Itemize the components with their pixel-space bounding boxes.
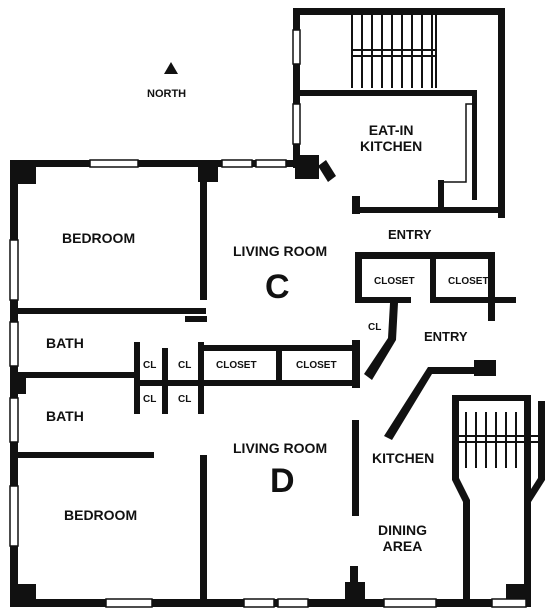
kitchen-d-west-wall — [352, 420, 359, 516]
window — [9, 397, 19, 443]
entry-closet-north-wall — [355, 252, 495, 259]
upper-wing-west-wall — [293, 8, 300, 168]
closet-c-west-wall — [355, 252, 362, 302]
dining-area-label: DINING AREA — [378, 522, 427, 555]
cl-wall — [198, 342, 204, 414]
window — [221, 159, 253, 168]
bedroom-c-east-wall — [200, 170, 207, 300]
bedroom-d-label: BEDROOM — [64, 507, 138, 523]
window — [277, 598, 309, 608]
compass-label: NORTH — [147, 88, 187, 100]
window — [383, 598, 437, 608]
window — [243, 598, 275, 608]
closet-row-divider — [276, 348, 282, 382]
kitchen-door-jamb — [352, 196, 360, 214]
stair-south-wall — [300, 90, 472, 96]
corner-post — [295, 155, 319, 179]
stair-east-flare — [524, 401, 545, 599]
bedroom-c-label: BEDROOM — [62, 230, 136, 246]
unit-c-label: C — [265, 268, 290, 306]
hall-stub — [185, 316, 207, 322]
window — [255, 159, 287, 168]
kitchen-counter-end — [438, 180, 444, 210]
cl-4-label: CL — [178, 394, 192, 405]
closet-right-label: CLOSET — [296, 360, 337, 371]
kitchen-south-wall — [355, 207, 505, 213]
cl-2-label: CL — [178, 360, 192, 371]
upper-wing-north-wall — [293, 8, 505, 15]
closet-left-label: CLOSET — [216, 360, 257, 371]
corner-post — [10, 160, 36, 184]
bedroom-d-north-wall — [18, 452, 154, 458]
closet-c2-east-wall — [488, 255, 495, 303]
closet-c-south-wall — [355, 297, 411, 303]
dining-column — [350, 566, 358, 606]
bath-c-label: BATH — [46, 335, 84, 351]
kitchen-cabinet-wall — [472, 90, 477, 200]
bedroom-c-south-wall — [18, 308, 206, 314]
closet-c2-label: CLOSET — [448, 276, 489, 287]
kitchen-counter — [444, 103, 477, 183]
diagonal-wall — [318, 160, 336, 182]
corner-post — [474, 360, 496, 376]
closet-row-south-wall — [204, 380, 356, 386]
entry-top-label: ENTRY — [388, 227, 432, 242]
closet-divider — [430, 255, 436, 303]
entry-right-label: ENTRY — [424, 329, 468, 344]
window — [292, 103, 301, 145]
closet-c1-label: CLOSET — [374, 276, 415, 287]
window — [9, 485, 19, 547]
living-room-d-label: LIVING ROOM — [233, 440, 328, 456]
bath-divider-wall — [18, 372, 134, 378]
bedroom-d-east-wall — [200, 455, 207, 600]
cl-divider — [134, 380, 204, 386]
cl-1-label: CL — [143, 360, 157, 371]
stair-west-flare — [452, 401, 470, 599]
cl-entry-label: CL — [368, 322, 382, 333]
lower-stair-treads — [459, 412, 538, 468]
corner-post — [10, 584, 36, 607]
closet-row-east-wall — [352, 340, 360, 388]
cl-wall — [134, 342, 140, 414]
window — [105, 598, 153, 608]
unit-d-label: D — [270, 462, 295, 500]
windows — [9, 29, 527, 608]
upper-stair-treads — [351, 15, 437, 88]
angled-kitchen-wall — [384, 367, 478, 440]
living-room-c-label: LIVING ROOM — [233, 243, 328, 259]
entry-stub — [488, 303, 495, 321]
cl-3-label: CL — [143, 394, 157, 405]
window — [9, 321, 19, 367]
window — [292, 29, 301, 65]
stair-top-wall — [452, 395, 531, 401]
eat-in-kitchen-label: EAT-IN KITCHEN — [360, 122, 423, 155]
north-arrow-icon — [164, 62, 178, 74]
window — [9, 239, 19, 301]
upper-wing-east-wall — [498, 8, 505, 218]
north-wall-units — [10, 160, 310, 167]
angled-entry-wall — [364, 303, 398, 380]
kitchen-d-label: KITCHEN — [372, 450, 435, 466]
bath-d-label: BATH — [46, 408, 84, 424]
window — [491, 598, 527, 608]
window — [89, 159, 139, 168]
closet-c2-south-wall — [430, 297, 516, 303]
